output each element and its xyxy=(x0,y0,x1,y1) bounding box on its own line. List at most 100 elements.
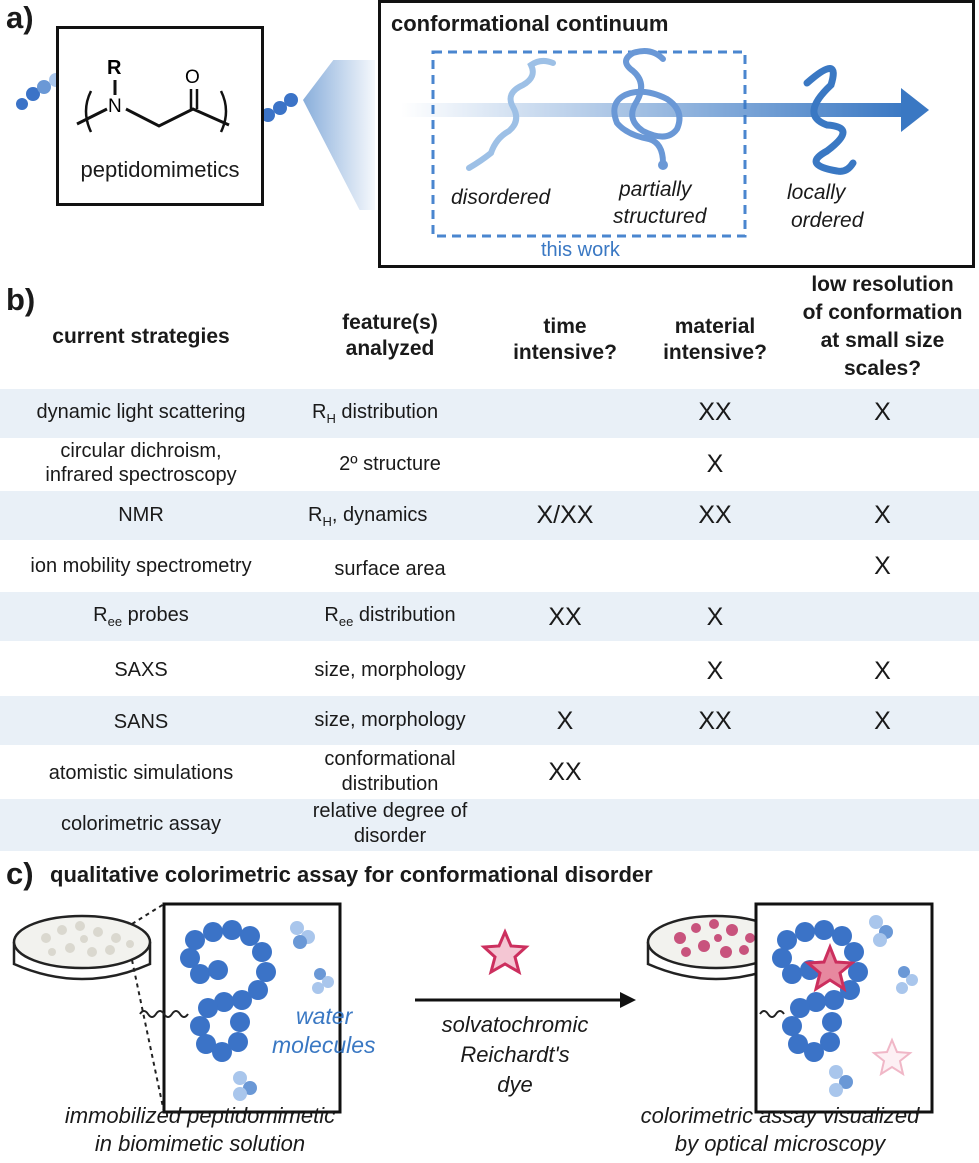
water-label-2: molecules xyxy=(272,1032,376,1058)
left-dish xyxy=(12,914,152,981)
time-mark: X/XX xyxy=(536,501,594,529)
feature-cell: RH distribution xyxy=(312,401,439,426)
right-water-molecules xyxy=(829,915,918,1097)
material-mark: X xyxy=(706,657,724,685)
row-stripe-3 xyxy=(0,491,979,540)
this-work-dashed-box xyxy=(431,50,747,238)
header-time-1: time xyxy=(543,315,587,338)
row-stripe-9 xyxy=(0,799,979,851)
partially-structured-chain xyxy=(611,48,683,166)
left-caption-2: in biomimetic solution xyxy=(94,1131,306,1156)
header-feature-2: analyzed xyxy=(345,337,435,360)
assay-scheme-graphic xyxy=(12,902,934,1114)
continuum-title: conformational continuum xyxy=(391,11,669,36)
header-time-2: intensive? xyxy=(513,341,617,364)
strategy-cell: ion mobility spectrometry xyxy=(30,555,252,577)
lowres-mark: X xyxy=(874,398,891,426)
panel-label-a: a) xyxy=(6,0,34,35)
material-mark: XX xyxy=(698,398,732,426)
strategy-cell: atomistic simulations xyxy=(48,762,234,784)
continuum-arrow-shaft xyxy=(401,103,906,117)
water-label-1: water xyxy=(296,1003,353,1029)
row-stripe-5 xyxy=(0,592,979,641)
header-material-1: material xyxy=(674,315,756,338)
row-stripe-1 xyxy=(0,389,979,438)
strategy-cell: Ree probes xyxy=(93,604,189,629)
arrow-label-1: solvatochromic xyxy=(441,1012,589,1037)
bound-dye-star-icon xyxy=(804,942,856,993)
strategy-cell: SANS xyxy=(113,711,169,733)
locally-ordered-helix xyxy=(803,65,857,175)
arrow-label-3: dye xyxy=(497,1072,533,1097)
strategy-cell: circular dichroism, xyxy=(60,440,222,462)
state-label-partially: partially xyxy=(619,178,692,201)
header-current-strategies: current strategies xyxy=(52,325,230,348)
right-dish xyxy=(646,914,786,981)
free-dye-star-icon xyxy=(871,1037,913,1077)
header-material-2: intensive? xyxy=(663,341,767,364)
time-mark: XX xyxy=(548,603,582,631)
feature-cell: disorder xyxy=(353,825,427,847)
left-peptoid-coil xyxy=(180,920,276,1062)
state-label-disordered: disordered xyxy=(451,186,551,209)
atom-r-label: R xyxy=(107,57,122,79)
material-mark: XX xyxy=(698,501,732,529)
disordered-chain xyxy=(466,57,556,171)
header-lowres-3: at small size xyxy=(820,329,945,352)
reaction-arrow xyxy=(415,992,636,1008)
row-stripe-7 xyxy=(0,696,979,745)
feature-cell: surface area xyxy=(334,558,446,580)
atom-o-label: O xyxy=(185,67,200,88)
feature-cell: 2º structure xyxy=(339,453,441,475)
panel-label-b: b) xyxy=(6,282,36,317)
feature-cell: Ree distribution xyxy=(324,604,456,629)
right-caption-1: colorimetric assay visualized xyxy=(640,1103,920,1128)
right-caption-2: by optical microscopy xyxy=(674,1131,886,1156)
continuum-graphic xyxy=(401,48,929,238)
right-peptoid-coil xyxy=(772,920,868,1062)
right-linker xyxy=(759,1010,785,1018)
header-feature-1: feature(s) xyxy=(342,311,438,334)
feature-cell: conformational xyxy=(324,748,456,770)
feature-cell: relative degree of xyxy=(312,800,468,822)
strategy-cell: dynamic light scattering xyxy=(36,401,246,423)
zoom-funnel xyxy=(303,60,375,210)
atom-n-label: N xyxy=(108,96,122,117)
state-label-locally: locally xyxy=(787,181,846,204)
state-label-ordered: ordered xyxy=(791,209,864,232)
feature-cell: distribution xyxy=(341,773,439,795)
feature-cell: size, morphology xyxy=(314,709,466,731)
header-lowres-2: of conformation xyxy=(802,301,963,324)
panel-label-c: c) xyxy=(6,856,34,891)
strategy-cell: colorimetric assay xyxy=(60,813,222,835)
material-mark: XX xyxy=(698,707,732,735)
time-mark: XX xyxy=(548,758,582,786)
material-mark: X xyxy=(706,603,724,631)
peptidomimetic-structure-box: R N O peptidomimetics xyxy=(56,26,264,206)
lowres-mark: X xyxy=(874,501,891,529)
header-lowres-4: scales? xyxy=(843,357,922,380)
left-water-molecules xyxy=(233,921,334,1101)
continuum-arrow-head xyxy=(901,88,929,132)
panel-c-title: qualitative colorimetric assay for confo… xyxy=(50,862,653,887)
header-lowres-1: low resolution xyxy=(811,273,954,296)
arrow-label-2: Reichardt's xyxy=(460,1042,570,1067)
peptoid-monomer-structure: R N O xyxy=(76,57,230,133)
conformational-continuum-box: conformational continuum disordered part… xyxy=(378,0,975,268)
strategy-cell: SAXS xyxy=(114,659,168,681)
reichardts-dye-star-icon xyxy=(480,928,530,976)
this-work-label: this work xyxy=(541,239,620,261)
strategy-cell: infrared spectroscopy xyxy=(45,464,237,486)
material-mark: X xyxy=(706,450,724,478)
feature-cell: size, morphology xyxy=(314,659,466,681)
left-caption-1: immobilized peptidomimetic xyxy=(64,1103,336,1128)
lowres-mark: X xyxy=(874,657,891,685)
lowres-mark: X xyxy=(874,552,891,580)
left-linker xyxy=(139,1010,189,1018)
time-mark: X xyxy=(556,707,574,735)
state-label-structured: structured xyxy=(613,205,707,228)
molecule-label: peptidomimetics xyxy=(80,157,240,182)
feature-cell: RH, dynamics xyxy=(308,504,428,529)
lowres-mark: X xyxy=(874,707,891,735)
strategy-cell: NMR xyxy=(118,504,164,526)
